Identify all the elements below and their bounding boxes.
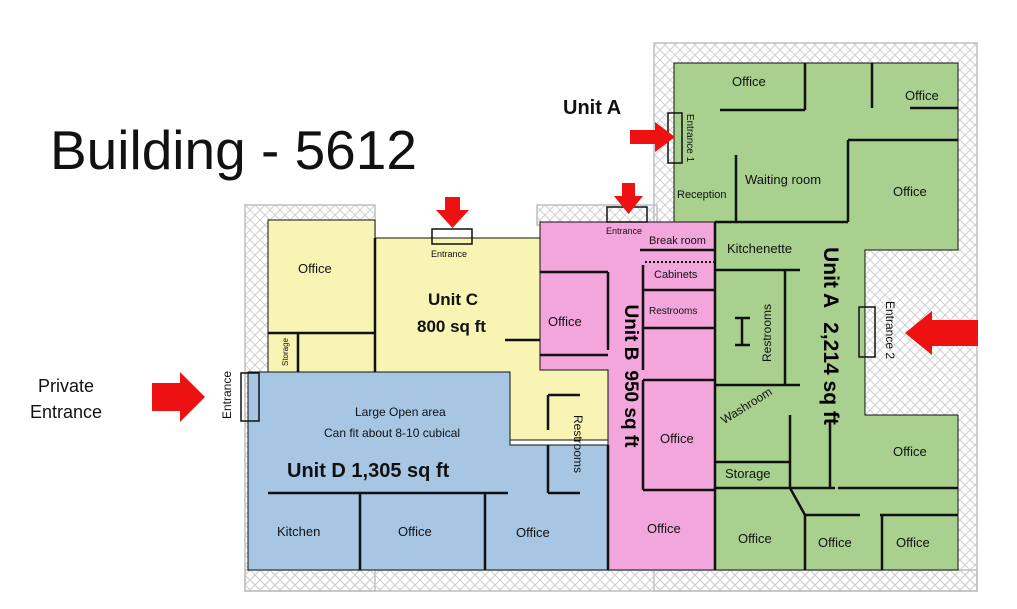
entrance-label: Entrance — [220, 370, 234, 420]
room-label: Office — [516, 525, 550, 540]
room-label: Kitchenette — [727, 241, 793, 256]
interior-walls — [268, 63, 958, 570]
room-label: Office — [660, 431, 694, 446]
private-entrance-label-2: Entrance — [30, 402, 103, 422]
unit-b-area: 950 sq ft — [620, 370, 641, 448]
unit-b-label: Unit B 950 sq ft — [619, 296, 641, 456]
room-label: Office — [398, 524, 432, 539]
room-label: Waiting room — [745, 172, 822, 187]
room-label: Office — [738, 531, 772, 546]
arrow-down-icon — [436, 197, 469, 228]
unit-d-name: Unit D 1,305 sq ft — [287, 460, 450, 482]
room-label: Restrooms — [571, 414, 585, 473]
room-label: Restrooms — [649, 306, 698, 317]
room-label: Cabinets — [654, 269, 698, 281]
arrow-down-icon — [614, 183, 643, 214]
entrance-a2-door — [858, 306, 876, 358]
unit-a-area — [673, 62, 959, 571]
room-label: Office — [298, 261, 332, 276]
room-label: Reception — [677, 189, 727, 201]
arrow-right-icon — [630, 122, 675, 152]
unit-a-area: 2,214 sq ft — [819, 322, 842, 425]
room-label: Office — [548, 314, 582, 329]
room-label: Restrooms — [760, 304, 774, 363]
room-label: Office — [893, 444, 927, 459]
private-entrance-label-1: Private — [38, 376, 95, 396]
room-label: Office — [893, 184, 927, 199]
room-label: Large Open area — [355, 405, 446, 419]
room-label: Kitchen — [277, 524, 321, 539]
unit-a-top-label: Unit A — [563, 97, 622, 119]
room-label: Storage — [725, 466, 771, 481]
entrance-label: Entrance 2 — [883, 300, 897, 360]
arrow-left-icon — [905, 311, 978, 355]
arrow-right-icon — [152, 372, 205, 422]
entrance-c-door — [431, 228, 473, 245]
room-label: Office — [818, 535, 852, 550]
room-label: Office — [896, 535, 930, 550]
room-label: Office — [905, 88, 939, 103]
entrance-label: Entrance — [606, 226, 643, 236]
room-label: Break room — [649, 235, 706, 247]
room-label: Office — [732, 74, 766, 89]
page-title: Building - 5612 — [50, 119, 417, 181]
room-label: Storage — [281, 337, 290, 367]
unit-a-label: Unit A 2,214 sq ft — [818, 231, 842, 441]
room-label: Office — [647, 521, 681, 536]
entrance-label: Entrance 1 — [684, 113, 695, 163]
entrance-label: Entrance — [431, 249, 468, 259]
room-label: Can fit about 8-10 cubical — [324, 426, 461, 440]
unit-c-name: Unit C — [428, 290, 479, 309]
unit-b-name: Unit B — [620, 304, 641, 361]
entrance-d-door — [240, 372, 260, 422]
unit-a-name: Unit A — [819, 247, 842, 309]
unit-c-area-label: 800 sq ft — [417, 317, 486, 336]
